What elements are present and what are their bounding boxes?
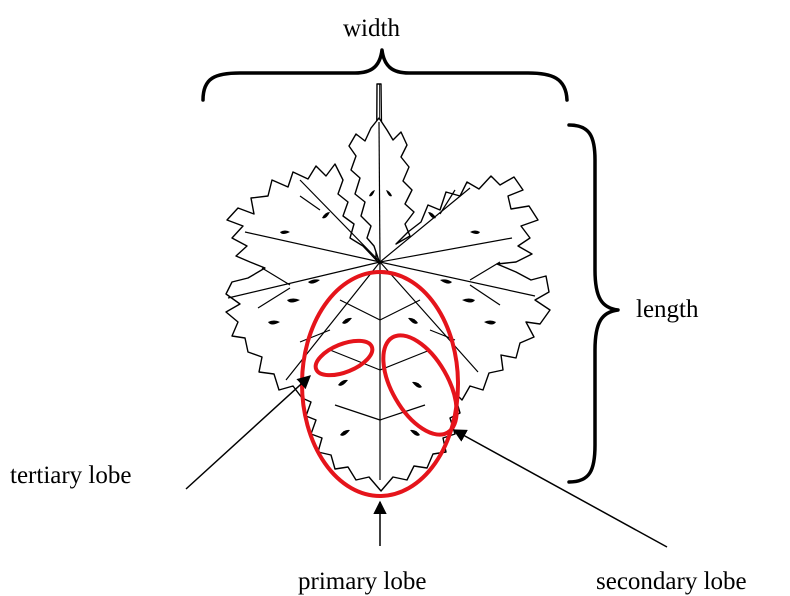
secondary-lobe-arrow — [454, 430, 667, 547]
width-brace — [203, 50, 567, 100]
width-label: width — [343, 16, 400, 41]
leaf-illustration — [226, 84, 550, 491]
leaf-outline — [226, 118, 550, 491]
length-label: length — [636, 297, 699, 322]
tertiary-lobe-arrow — [186, 376, 310, 489]
length-brace — [569, 125, 618, 482]
primary-lobe-label: primary lobe — [298, 569, 426, 594]
secondary-lobe-label: secondary lobe — [596, 569, 747, 594]
tertiary-lobe-label: tertiary lobe — [10, 463, 131, 488]
